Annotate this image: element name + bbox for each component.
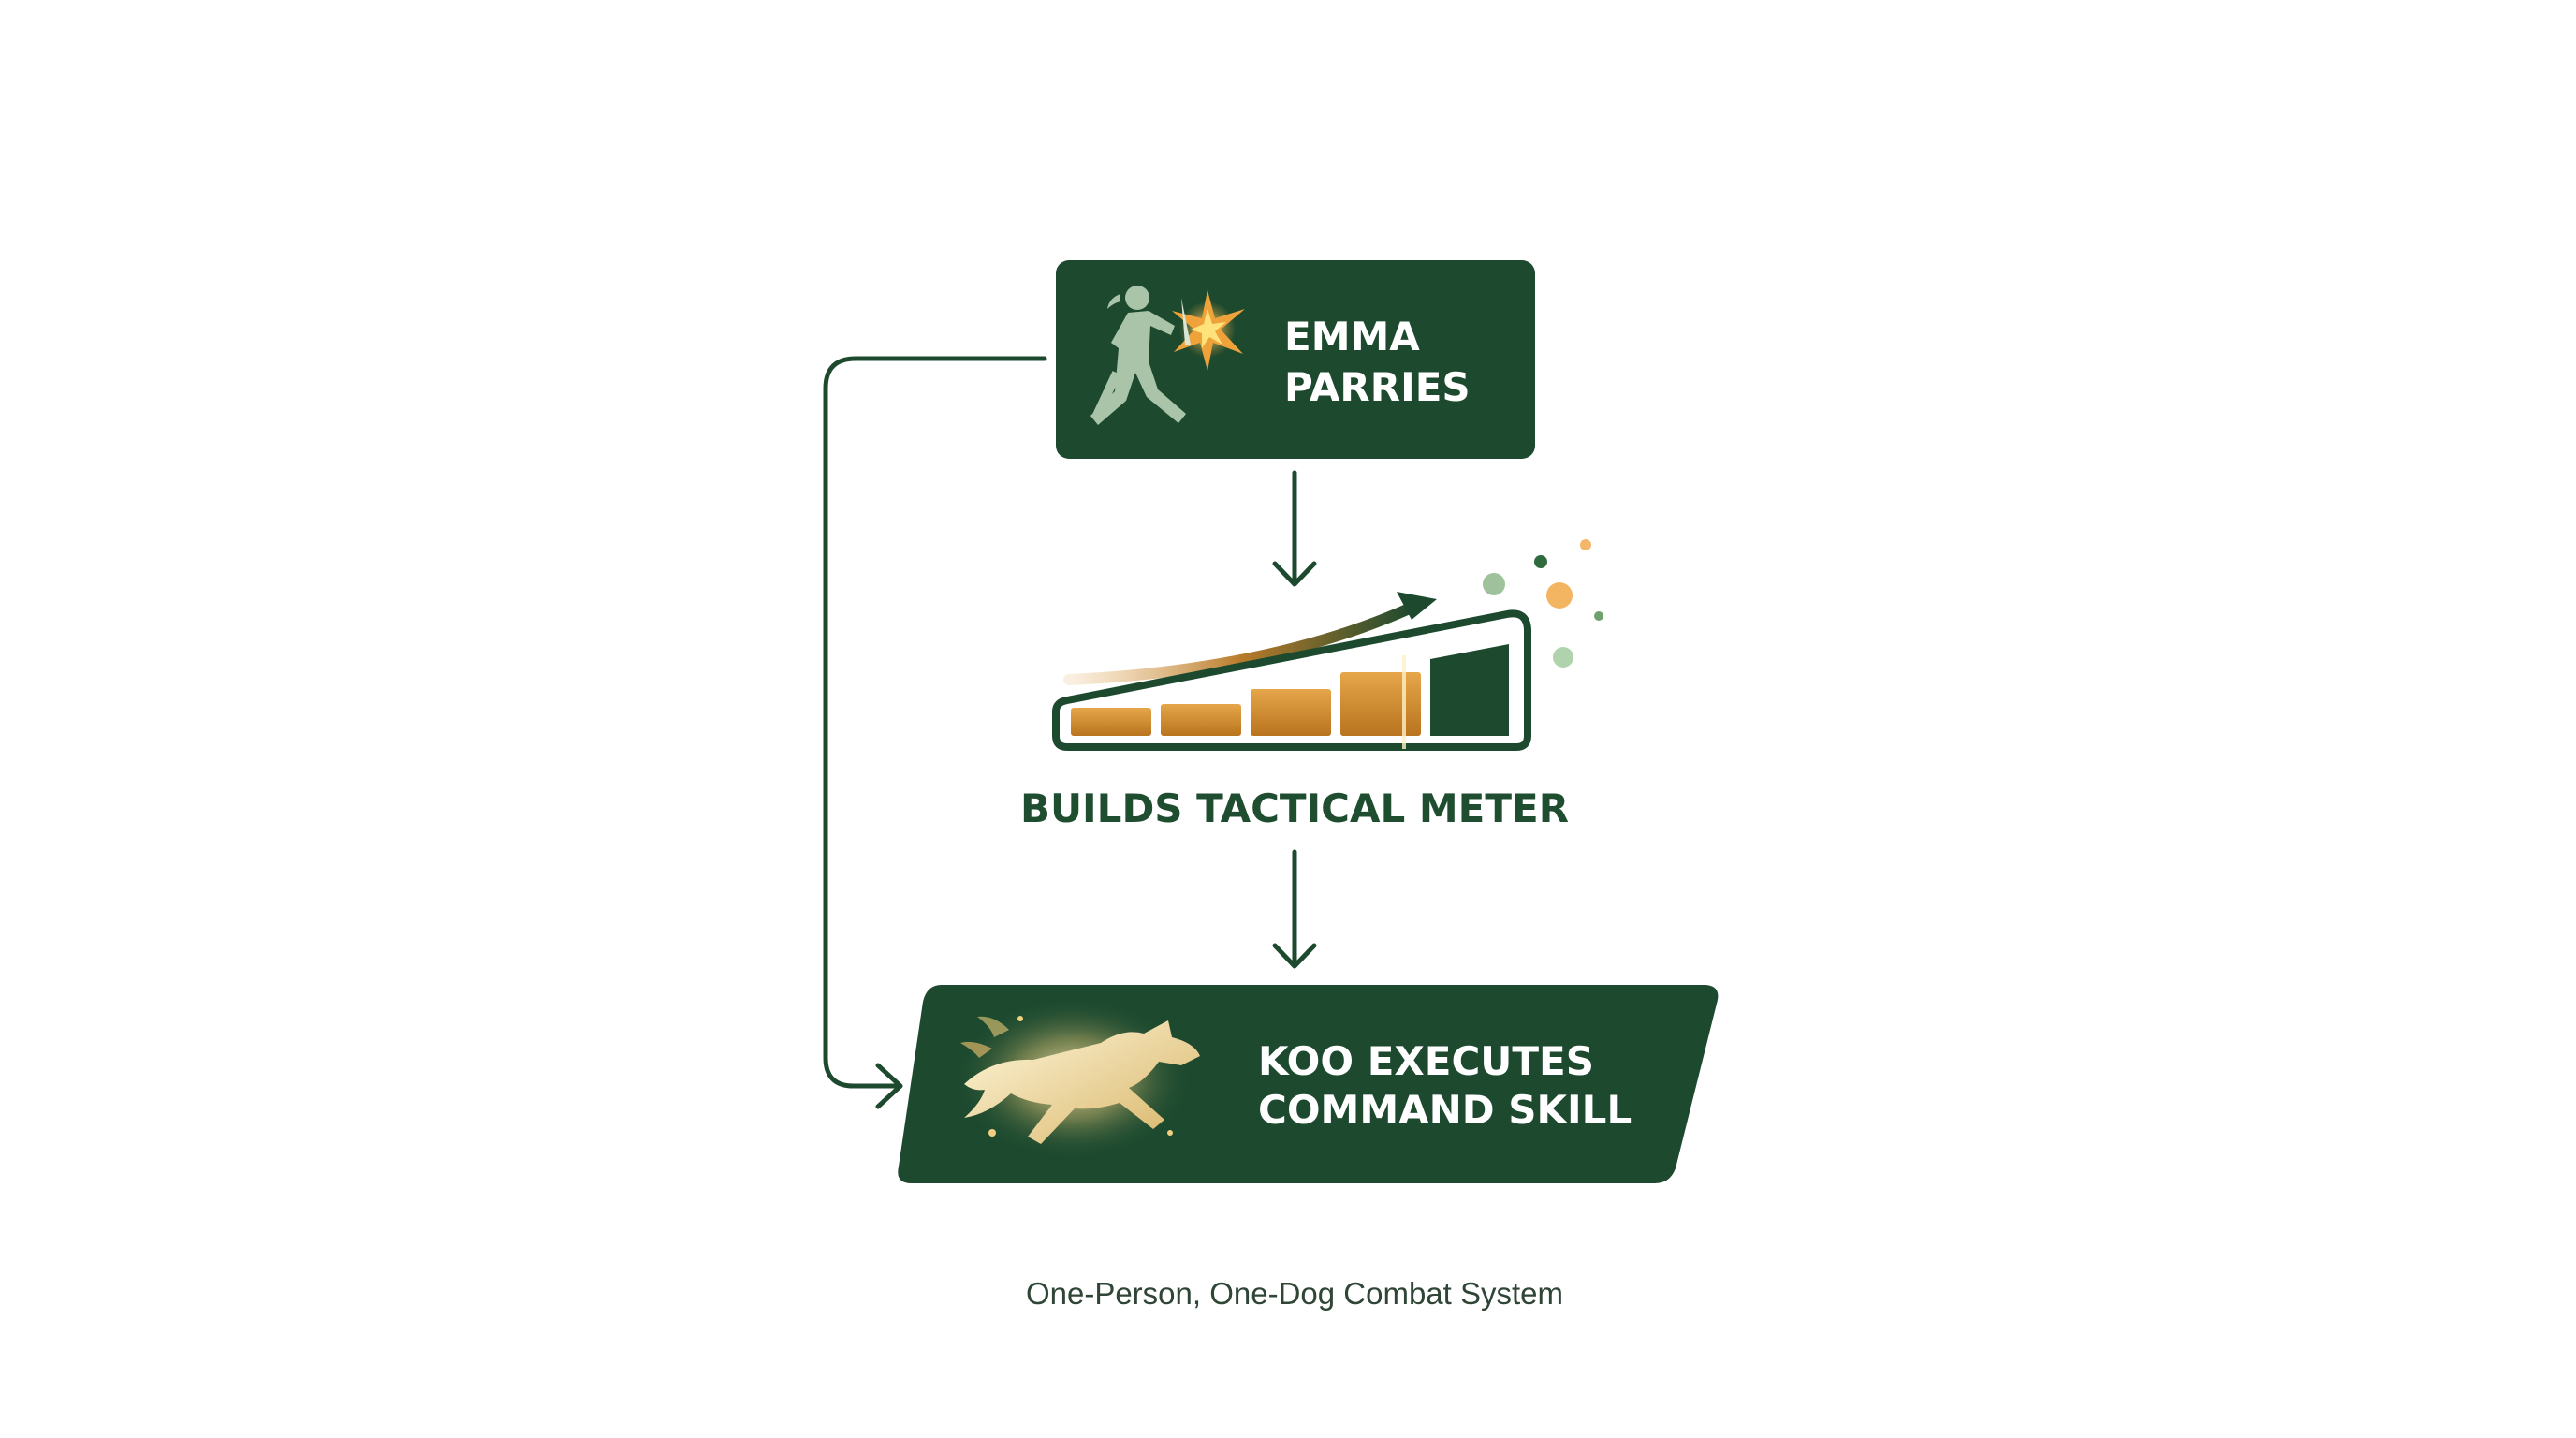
meter-spark [1580, 539, 1591, 550]
meter-segment [1340, 672, 1421, 736]
meter-segment [1071, 708, 1151, 736]
skill-label-line2: COMMAND SKILL [1258, 1087, 1632, 1133]
skill-label-line1: KOO EXECUTES [1258, 1038, 1594, 1084]
parry-impact-burst-icon [1172, 290, 1245, 371]
meter-spark [1534, 555, 1547, 568]
parry-label-line2: PARRIES [1284, 364, 1471, 410]
arrow-parry-to-skill [823, 356, 1047, 1109]
node-tactical-meter: BUILDS TACTICAL METER [1020, 539, 1603, 831]
meter-spark [1483, 573, 1505, 595]
parry-label-line1: EMMA [1284, 314, 1420, 360]
meter-spark [1553, 647, 1573, 668]
arrow-parry-to-meter [1272, 470, 1317, 587]
meter-arrowhead [1397, 592, 1437, 620]
diagram-caption: One-Person, One-Dog Combat System [1026, 1276, 1563, 1311]
node-koo-executes: KOO EXECUTES COMMAND SKILL [898, 985, 1719, 1183]
meter-segment-empty [1430, 644, 1509, 736]
meter-label: BUILDS TACTICAL METER [1020, 785, 1569, 831]
meter-segment [1161, 704, 1241, 736]
parrying-fighter-icon [1090, 286, 1186, 425]
meter-rising-arc [1063, 601, 1419, 685]
meter-segment [1251, 689, 1331, 736]
meter-spark [1594, 611, 1603, 621]
node-emma-parries: EMMA PARRIES [1056, 260, 1535, 459]
meter-spark [1546, 582, 1573, 609]
leaping-dog-icon [955, 998, 1200, 1159]
tactical-meter-icon [1052, 539, 1603, 751]
arrow-meter-to-skill [1272, 849, 1317, 969]
